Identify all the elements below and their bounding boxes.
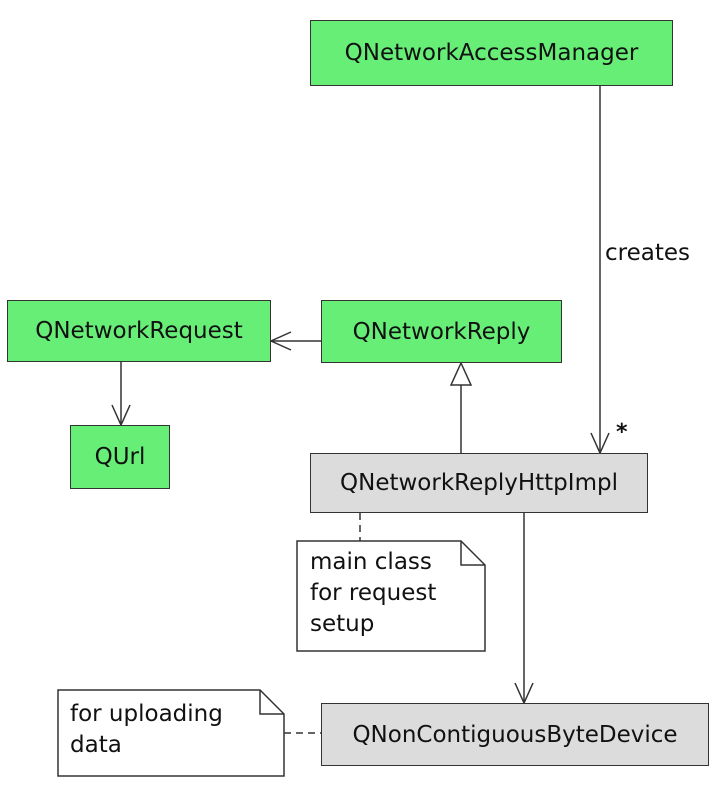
note-main-class-shape — [296, 540, 486, 652]
note-uploading-shape — [57, 689, 285, 777]
note-main-class-line-3: setup — [310, 611, 375, 637]
class-qurl: QUrl — [70, 425, 170, 489]
class-qnetworkrequest: QNetworkRequest — [7, 300, 271, 362]
note-main-class: main class for request setup — [310, 547, 436, 640]
class-qnetworkreplyhttpimpl: QNetworkReplyHttpImpl — [310, 453, 648, 513]
creates-label: creates — [605, 240, 690, 266]
creates-multiplicity: * — [616, 420, 628, 445]
class-qnetworkaccessmanager: QNetworkAccessManager — [310, 20, 673, 86]
note-uploading-line-2: data — [70, 732, 122, 758]
class-qnetworkreply: QNetworkReply — [321, 300, 562, 363]
inheritance-triangle — [449, 361, 473, 386]
note-main-class-line-2: for request — [310, 580, 437, 606]
reply-to-request-arrowhead — [269, 331, 292, 351]
note-main-class-line-1: main class — [310, 549, 432, 575]
class-qnoncontiguousbytedevice: QNonContiguousByteDevice — [321, 703, 709, 766]
note-uploading-line-1: for uploading — [70, 701, 223, 727]
note-uploading: for uploading data — [70, 699, 223, 761]
